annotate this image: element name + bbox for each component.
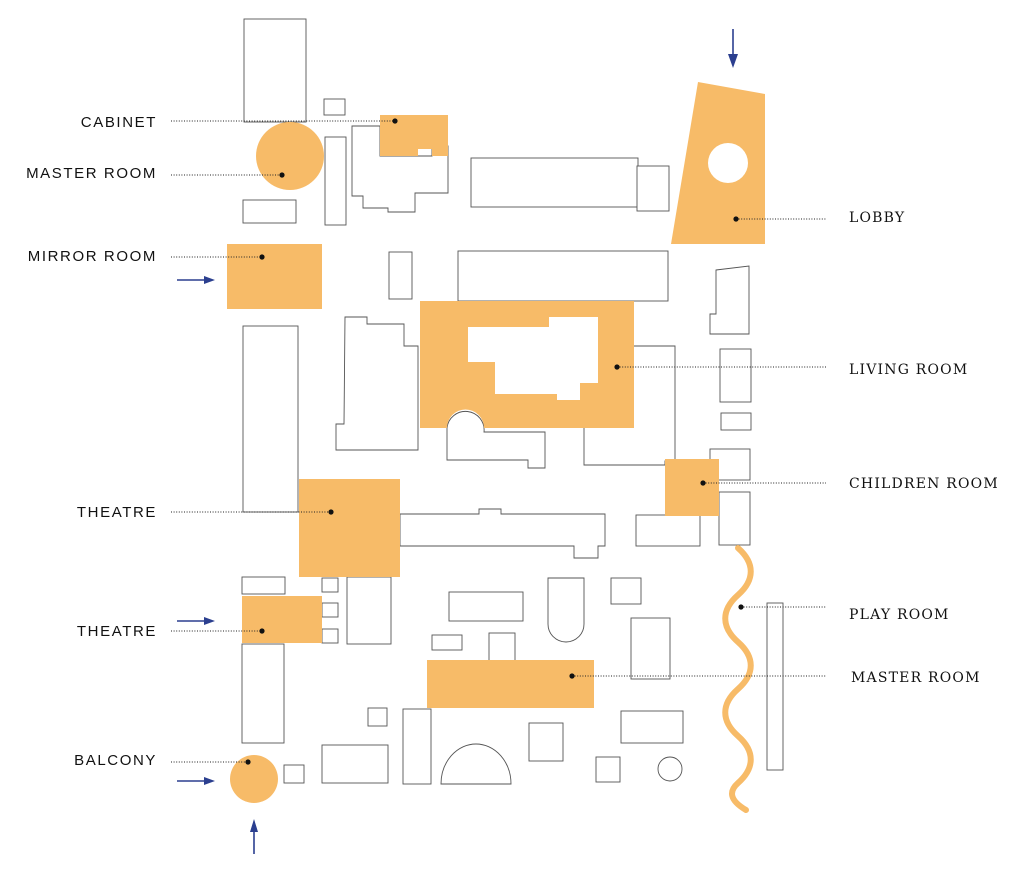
outline-building: [346, 576, 392, 645]
outline-building: [547, 577, 585, 643]
outline-building: [595, 756, 621, 783]
leader-dot-mirror-room: [259, 254, 265, 260]
leader-dot-living-room: [614, 364, 620, 370]
outline-building: [241, 643, 285, 744]
leader-dot-lobby: [733, 216, 739, 222]
zone-theatre-1: [299, 479, 400, 577]
room-labels: CABINET MASTER ROOM MIRROR ROOM THEATRE …: [26, 114, 999, 769]
outline-building: [323, 98, 346, 116]
outline-building: [367, 707, 388, 727]
outline-building: [324, 136, 347, 226]
leader-dot-master-room-bottom: [569, 673, 575, 679]
outline-building: [243, 18, 307, 123]
leader-dot-cabinet: [392, 118, 398, 124]
entrance-arrow-top-right: [728, 29, 738, 68]
zone-master-room-bottom: [427, 660, 594, 708]
leader-dot-theatre-2: [259, 628, 265, 634]
outline-building: [448, 591, 524, 622]
label-mirror-room: MIRROR ROOM: [28, 248, 157, 265]
label-children-room: CHILDREN ROOM: [849, 476, 999, 492]
zone-living-room: [420, 301, 634, 428]
outline-building: [388, 251, 413, 300]
outline-building: [528, 722, 564, 762]
outline-building: [718, 491, 751, 546]
label-master-room-top: MASTER ROOM: [26, 165, 157, 182]
label-theatre-2: THEATRE: [77, 623, 157, 640]
outline-building: [321, 577, 339, 593]
outline-building: [335, 316, 419, 451]
entrance-arrow-balcony-side: [177, 777, 215, 785]
entrance-arrows: [177, 29, 738, 854]
leader-dot-balcony: [245, 759, 251, 765]
zone-play-room-wave: [722, 545, 754, 813]
label-play-room: PLAY ROOM: [849, 607, 950, 623]
outline-building: [283, 764, 305, 784]
entrance-arrow-mirror-room: [177, 276, 215, 284]
zone-mirror-room: [227, 244, 322, 309]
outline-building: [241, 576, 286, 595]
outline-building: [321, 744, 389, 784]
label-balcony: BALCONY: [74, 752, 157, 769]
zone-cabinet: [380, 115, 448, 156]
outline-building: [657, 756, 683, 782]
leader-dot-play-room: [738, 604, 744, 610]
outline-building: [440, 743, 512, 785]
outline-building: [402, 708, 432, 785]
outline-building: [610, 577, 642, 605]
outline-building: [635, 514, 701, 547]
leader-dot-children-room: [700, 480, 706, 486]
zone-lobby: [671, 82, 765, 244]
outline-building: [431, 634, 463, 651]
highlighted-zones: [227, 82, 765, 813]
label-cabinet: CABINET: [81, 114, 157, 131]
label-theatre-1: THEATRE: [77, 504, 157, 521]
leader-dot-master-room-top: [279, 172, 285, 178]
outline-building: [242, 325, 299, 513]
label-lobby: LOBBY: [849, 210, 905, 226]
outline-building: [399, 508, 606, 559]
outline-building: [321, 602, 339, 618]
outline-building: [720, 412, 752, 431]
zone-theatre-2: [242, 596, 322, 643]
entrance-arrow-theatre: [177, 617, 215, 625]
zone-children-room: [665, 459, 719, 516]
outline-building: [457, 250, 669, 302]
label-master-room-bottom: MASTER ROOM: [851, 670, 981, 686]
outline-building: [488, 632, 516, 662]
zone-master-room-top: [256, 122, 324, 190]
outline-building: [766, 602, 784, 771]
outline-building: [470, 157, 639, 208]
outline-building: [630, 617, 671, 680]
outline-building: [321, 628, 339, 644]
leader-lines: [171, 118, 826, 765]
outline-building: [446, 410, 546, 469]
outline-building: [719, 348, 752, 403]
leader-dot-theatre-1: [328, 509, 334, 515]
zone-balcony: [230, 755, 278, 803]
outline-building: [242, 199, 297, 224]
outline-building: [636, 165, 670, 212]
building-outlines: [241, 18, 784, 785]
outline-building: [620, 710, 684, 744]
outline-building: [709, 265, 750, 335]
label-living-room: LIVING ROOM: [849, 362, 968, 378]
entrance-arrow-balcony-bottom: [250, 819, 258, 854]
